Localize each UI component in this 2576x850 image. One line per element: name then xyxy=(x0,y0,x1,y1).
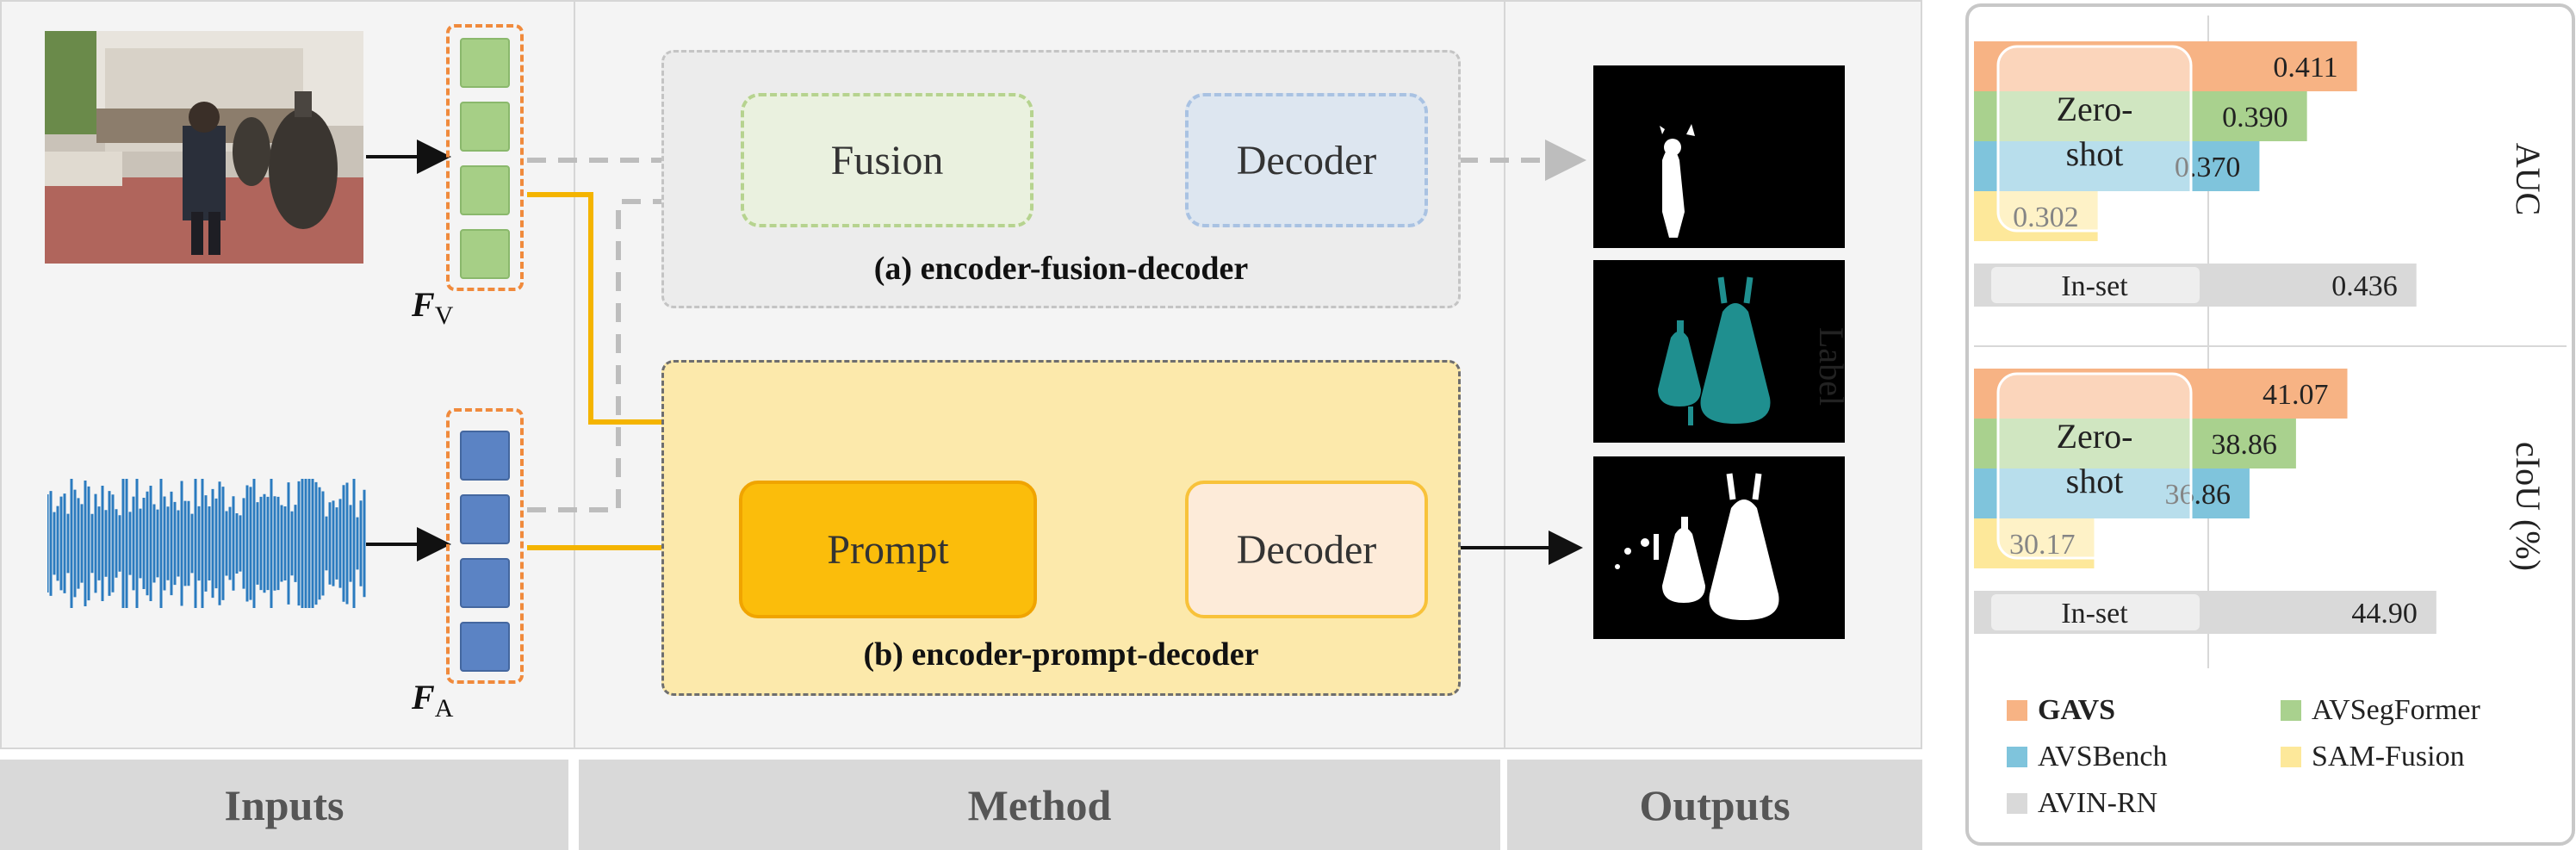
bar-avsbench xyxy=(1974,468,2250,518)
legend-swatch xyxy=(2281,747,2301,767)
audio-feature-token xyxy=(460,558,510,608)
inset-label-bg xyxy=(1991,267,2200,303)
legend-swatch xyxy=(2007,747,2027,767)
audio-waveform-image xyxy=(47,479,366,608)
decoder-b-box: Decoder xyxy=(1185,481,1428,618)
bar-avsegformer xyxy=(1974,91,2307,141)
legend-item-avsegformer: AVSegFormer xyxy=(2281,694,2480,727)
visual-feature-stack xyxy=(446,24,524,291)
bar-value-label: 44.90 xyxy=(2351,598,2418,630)
chart-legend: GAVS AVSegFormer AVSBench SAM-Fusion AVI… xyxy=(2007,694,2541,841)
bar-value-label: 30.17 xyxy=(2009,529,2076,561)
bar-value-label: 0.411 xyxy=(2273,52,2337,84)
bar-sam-fusion xyxy=(1974,518,2095,568)
caption-b: (b) encoder-prompt-decoder xyxy=(863,636,1259,673)
bar-avsbench xyxy=(1974,141,2260,191)
bar-value-label: 0.302 xyxy=(2013,202,2079,233)
bar-avsegformer xyxy=(1974,419,2296,468)
prompt-box: Prompt xyxy=(739,481,1037,618)
fusion-box: Fusion xyxy=(741,93,1034,227)
visual-feature-label: FV xyxy=(412,285,454,330)
output-label-mask xyxy=(1593,260,1845,443)
inset-label-bg xyxy=(1991,594,2200,630)
outputs-label: Outputs xyxy=(1507,760,1922,850)
legend-swatch xyxy=(2281,700,2301,721)
legend-item-sam-fusion: SAM-Fusion xyxy=(2281,741,2465,773)
inset-category-label: In-set xyxy=(2061,270,2128,302)
bar-sam-fusion xyxy=(1974,191,2098,241)
audio-feature-stack xyxy=(446,408,524,684)
audio-feature-token xyxy=(460,622,510,672)
inputs-label: Inputs xyxy=(0,760,568,850)
zero-shot-overlay xyxy=(1996,372,2193,560)
metric-label: cIoU (%) xyxy=(2509,442,2548,571)
zero-shot-label: Zero- xyxy=(2057,90,2133,128)
audio-feature-token xyxy=(460,494,510,544)
bar-value-label: 38.86 xyxy=(2211,429,2277,461)
legend-item-avsbench: AVSBench xyxy=(2007,741,2168,773)
output-label-text: Label xyxy=(1812,327,1851,406)
audio-feature-label: FA xyxy=(412,678,454,723)
visual-feature-token xyxy=(460,38,510,88)
bar-gavs xyxy=(1974,41,2357,91)
decoder-a-box: Decoder xyxy=(1185,93,1428,227)
visual-feature-token xyxy=(460,165,510,215)
audio-feature-token xyxy=(460,431,510,481)
bar-value-label: 0.370 xyxy=(2175,152,2241,183)
zero-shot-label: shot xyxy=(2066,134,2124,173)
caption-a: (a) encoder-fusion-decoder xyxy=(873,251,1249,287)
metric-label: AUC xyxy=(2509,143,2548,215)
video-frame-image xyxy=(45,31,363,264)
method-label: Method xyxy=(579,760,1500,850)
zero-shot-label: shot xyxy=(2066,462,2124,500)
bar-value-label: 41.07 xyxy=(2263,379,2329,411)
output-mask-a xyxy=(1593,65,1845,248)
bar-value-label: 0.436 xyxy=(2331,270,2398,302)
output-mask-b xyxy=(1593,456,1845,639)
zero-shot-overlay xyxy=(1996,45,2193,233)
bar-value-label: 0.390 xyxy=(2222,102,2288,133)
bar-gavs xyxy=(1974,369,2348,419)
legend-swatch xyxy=(2007,700,2027,721)
zero-shot-label: Zero- xyxy=(2057,417,2133,456)
divider-method-outputs xyxy=(1504,0,1505,749)
visual-feature-token xyxy=(460,102,510,152)
divider-inputs-method xyxy=(574,0,575,749)
legend-swatch xyxy=(2007,793,2027,814)
bar-value-label: 36.86 xyxy=(2164,479,2231,511)
inset-category-label: In-set xyxy=(2061,598,2128,630)
legend-item-gavs: GAVS xyxy=(2007,694,2115,727)
legend-item-avin-rn: AVIN-RN xyxy=(2007,787,2157,820)
visual-feature-token xyxy=(460,229,510,279)
